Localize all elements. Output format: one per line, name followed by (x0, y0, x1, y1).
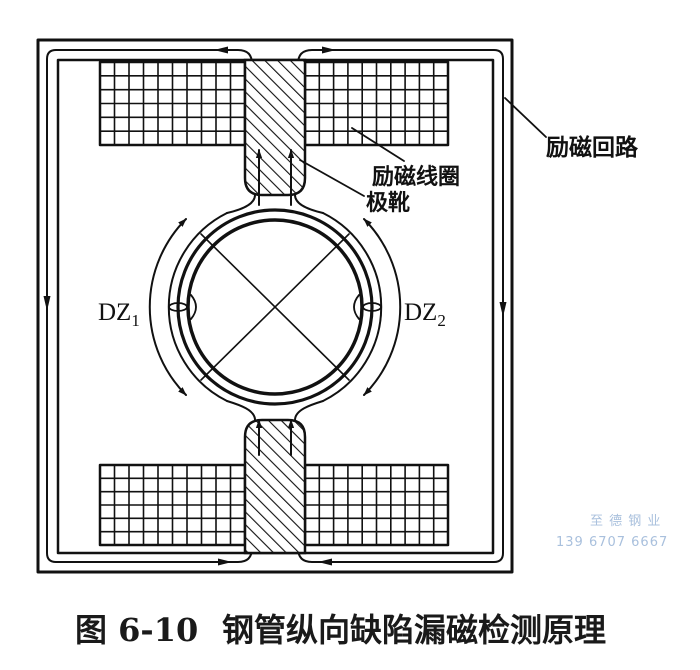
sensor-label-dz2-sub: 2 (437, 311, 446, 330)
label-excitation-coil: 励磁线圈 (372, 164, 460, 190)
flux-arrow-bottom-left-icon (218, 558, 232, 566)
sensor-probe-left (168, 302, 188, 312)
detection-sensors: DZ1 DZ2 (98, 218, 446, 396)
pipe-inner-wall (186, 218, 364, 396)
pole-shoe-bottom (243, 418, 307, 555)
excitation-coils (98, 60, 450, 547)
pole-shoes (226, 58, 324, 555)
excitation-flux-loop (43, 46, 507, 566)
leader-excitation-coil (351, 127, 405, 162)
leader-pole-shoe (299, 159, 365, 197)
leakage-field-left (190, 294, 197, 320)
pipe-outer-wall (176, 208, 374, 406)
flux-arrow-right-side-icon (499, 302, 507, 317)
yoke-outer-edge (36, 38, 514, 574)
watermark: 至 德 钢 业 139 6707 6667 (556, 514, 668, 550)
sensor-label-dz2-main: DZ (404, 299, 437, 326)
sensor-label-dz1: DZ1 (98, 299, 140, 330)
pole-neck-top-left (226, 194, 256, 214)
flux-arrow-left-side-icon (43, 296, 51, 311)
sensor-label-dz2: DZ2 (404, 299, 446, 330)
pipe-cross-line-b (200, 233, 350, 381)
pole-shoe-top (243, 58, 307, 197)
coil-bottom-left (98, 463, 247, 547)
pole-neck-top-right (294, 194, 324, 214)
scan-arc-left (148, 218, 187, 396)
coil-top-right (303, 60, 450, 147)
coil-top-left (98, 60, 247, 147)
figure-caption: 图 6-10 钢管纵向缺陷漏磁检测原理 (75, 611, 606, 649)
sensor-label-dz1-main: DZ (98, 299, 131, 326)
leader-excitation-circuit (504, 97, 547, 138)
callouts: 励磁线圈 极靴 励磁回路 (299, 97, 639, 216)
leakage-field-right (353, 294, 360, 320)
flux-arrow-top-left-icon (214, 46, 228, 54)
steel-pipe (167, 208, 383, 406)
sensor-label-dz1-sub: 1 (131, 311, 140, 330)
label-excitation-circuit: 励磁回路 (546, 134, 639, 161)
flux-arrow-bottom-right-icon (318, 558, 332, 566)
scan-arc-right (363, 218, 402, 396)
pole-neck-bottom-right (294, 400, 324, 421)
sensor-probe-right (362, 302, 382, 312)
caption-title: 钢管纵向缺陷漏磁检测原理 (222, 611, 606, 649)
caption-figure-number: 图 6-10 (75, 611, 198, 649)
watermark-company: 至 德 钢 业 (590, 514, 661, 529)
label-pole-shoe: 极靴 (366, 190, 410, 216)
pole-neck-bottom-left (226, 400, 256, 421)
watermark-phone: 139 6707 6667 (556, 535, 668, 550)
coil-bottom-right (303, 463, 450, 547)
flux-arrow-top-right-icon (322, 46, 336, 54)
